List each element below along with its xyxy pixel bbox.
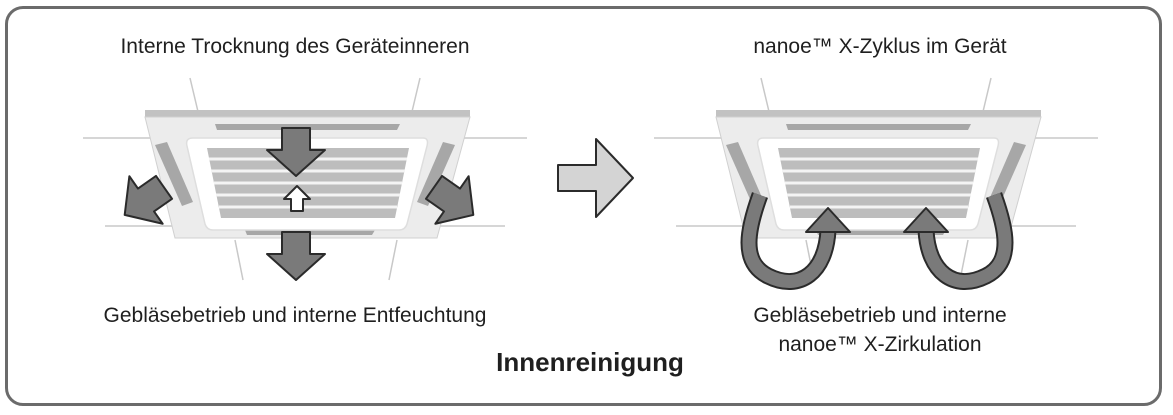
right-bottom-label-line2: nanoe™ X-Zirkulation [778, 333, 982, 356]
diagram-title: Innenreinigung [496, 347, 684, 377]
right-bottom-label-line1: Gebläsebetrieb und interne [753, 304, 1007, 327]
downward-arrow-bottom-icon [266, 231, 326, 281]
left-circulation-arrow-icon [740, 192, 851, 290]
diagram-frame [5, 6, 1162, 406]
left-bottom-label: Gebläsebetrieb und interne Entfeuchtung [103, 304, 487, 327]
left-top-label: Interne Trocknung des Geräteinneren [120, 35, 470, 58]
upward-arrow-small-icon [283, 185, 311, 212]
right-cassette-unit [652, 76, 1100, 282]
right-top-label: nanoe™ X-Zyklus im Gerät [753, 35, 1007, 58]
next-step-arrow-icon [557, 138, 634, 218]
right-circulation-arrow-icon [903, 192, 1014, 290]
